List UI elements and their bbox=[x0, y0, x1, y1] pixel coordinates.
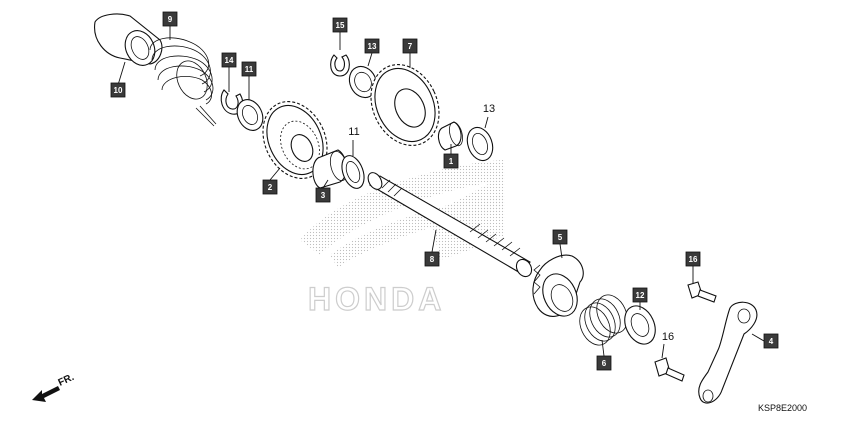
part-7-gear bbox=[370, 64, 440, 146]
callout-13-upper: 13 bbox=[364, 38, 380, 54]
svg-text:3: 3 bbox=[321, 191, 326, 200]
part-1-bushing bbox=[437, 121, 463, 151]
callout-14: 14 bbox=[221, 52, 237, 68]
part-13-washer-right bbox=[466, 126, 494, 162]
part-12-washer bbox=[624, 305, 656, 345]
callout-16-upper: 16 bbox=[685, 251, 701, 267]
callout-3: 3 bbox=[315, 187, 331, 203]
part-6-spring bbox=[579, 294, 628, 346]
svg-text:13: 13 bbox=[483, 103, 495, 115]
svg-text:7: 7 bbox=[408, 42, 413, 51]
part-16-bolt-upper bbox=[687, 281, 717, 303]
svg-text:16: 16 bbox=[662, 331, 674, 343]
svg-text:9: 9 bbox=[168, 15, 173, 24]
part-16-bolt-lower bbox=[654, 357, 685, 382]
callout-13-lower: 13 bbox=[483, 103, 495, 115]
svg-text:8: 8 bbox=[430, 255, 435, 264]
svg-text:10: 10 bbox=[114, 86, 123, 95]
callout-2: 2 bbox=[262, 179, 278, 195]
callout-7: 7 bbox=[402, 38, 418, 54]
part-9-spring bbox=[149, 37, 217, 127]
svg-text:1: 1 bbox=[449, 157, 454, 166]
front-direction-indicator: FR. bbox=[32, 372, 76, 402]
callout-11-lower: 11 bbox=[348, 126, 359, 138]
part-13-washer bbox=[348, 65, 378, 99]
part-15-circlip bbox=[330, 54, 350, 77]
honda-watermark-text: HONDA bbox=[308, 281, 445, 317]
part-10-collar bbox=[94, 13, 163, 66]
svg-text:4: 4 bbox=[769, 337, 774, 346]
svg-text:2: 2 bbox=[268, 183, 273, 192]
callout-4: 4 bbox=[763, 333, 779, 349]
part-5-ratchet bbox=[532, 254, 584, 317]
part-11-washer-lower bbox=[341, 155, 365, 189]
callout-11-upper: 11 bbox=[241, 61, 257, 77]
part-4-arm bbox=[698, 301, 758, 404]
svg-text:11: 11 bbox=[348, 126, 359, 138]
leader-lines bbox=[117, 26, 765, 359]
part-11-washer bbox=[236, 99, 264, 131]
callout-16-lower: 16 bbox=[662, 331, 674, 343]
diagram-code: KSP8E2000 bbox=[758, 403, 807, 413]
svg-text:13: 13 bbox=[368, 42, 377, 51]
callout-6: 6 bbox=[596, 355, 612, 371]
svg-text:12: 12 bbox=[636, 291, 645, 300]
svg-text:6: 6 bbox=[602, 359, 607, 368]
callout-10: 10 bbox=[110, 82, 126, 98]
svg-text:14: 14 bbox=[225, 56, 234, 65]
callout-15: 15 bbox=[332, 17, 348, 33]
callout-8: 8 bbox=[424, 251, 440, 267]
callout-1: 1 bbox=[443, 153, 459, 169]
part-2-gear bbox=[262, 101, 328, 179]
svg-text:11: 11 bbox=[245, 65, 254, 74]
svg-text:16: 16 bbox=[689, 255, 698, 264]
part-8-shaft bbox=[367, 172, 533, 278]
callout-9: 9 bbox=[162, 11, 178, 27]
part-3-bushing bbox=[312, 149, 349, 189]
svg-text:FR.: FR. bbox=[57, 372, 76, 389]
callout-12: 12 bbox=[632, 287, 648, 303]
front-arrow-icon bbox=[32, 386, 60, 402]
svg-text:15: 15 bbox=[336, 21, 345, 30]
svg-text:5: 5 bbox=[558, 233, 563, 242]
callout-5: 5 bbox=[552, 229, 568, 245]
